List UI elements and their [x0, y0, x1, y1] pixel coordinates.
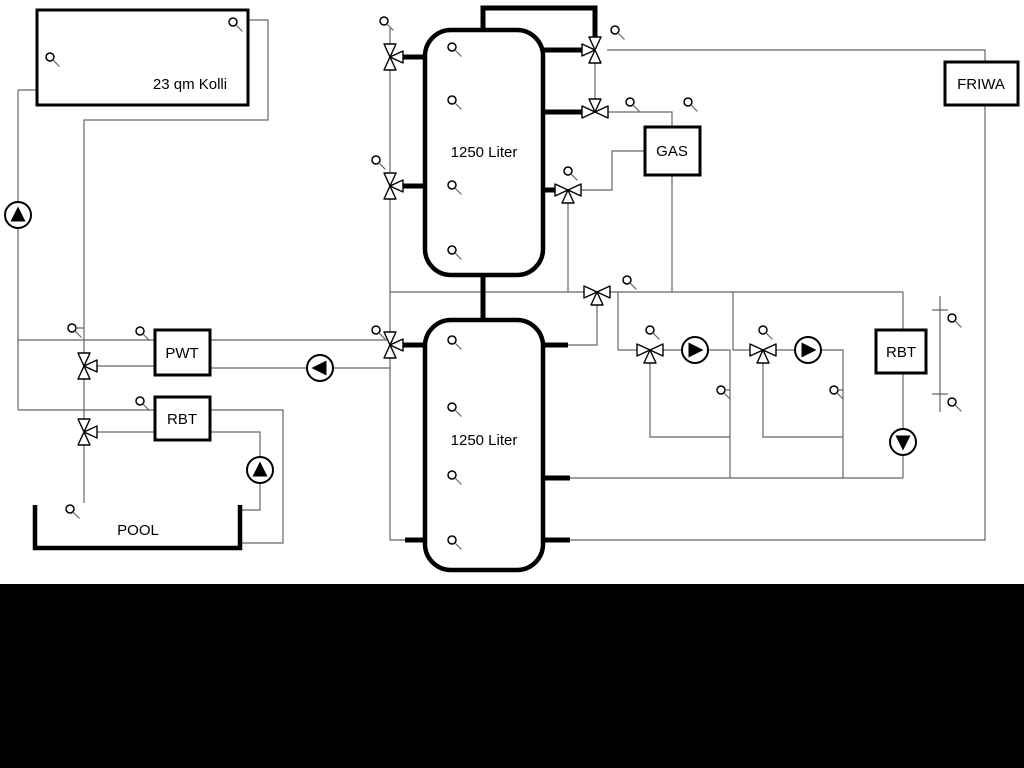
rbt-right-exchanger: RBT: [874, 328, 928, 375]
pwt-label: PWT: [165, 345, 198, 362]
pool-heat-exchanger: RBT: [153, 395, 212, 442]
pipe-network-solar-left: [17, 19, 269, 503]
friwa-box: [943, 60, 1020, 107]
heating-circuit-1-pump-icon: [681, 336, 709, 364]
buffer-tank-bottom: 1250 Liter: [422, 317, 546, 573]
friwa-label: FRIWA: [957, 76, 1005, 93]
pipe-network-pwt-secondary: [210, 339, 390, 369]
rbt-right-box: [874, 328, 928, 375]
buffer-charge-pump-icon: [306, 354, 334, 382]
tank-top-body: [422, 27, 546, 278]
collector-label: 23 qm Kolli: [153, 76, 227, 93]
pwt-box: [153, 328, 212, 377]
heating-circuit-2-pump-icon: [794, 336, 822, 364]
pipe-network-heating-circuits: [570, 292, 948, 479]
pipe-network-right-middle: [390, 49, 986, 541]
collector-box: [35, 8, 250, 107]
plate-heat-exchanger: PWT: [153, 328, 212, 377]
bottom-black-band: [0, 584, 1024, 768]
tank-bottom-label: 1250 Liter: [451, 432, 518, 449]
pipe-network-thick: [400, 5, 598, 543]
tank-top-label: 1250 Liter: [451, 144, 518, 161]
pool-basin: POOL: [32, 504, 243, 551]
rbt-right-label: RBT: [886, 344, 916, 361]
gas-boiler: GAS: [643, 125, 702, 177]
rbt-left-box: [153, 395, 212, 442]
rbt-left-label: RBT: [167, 411, 197, 428]
pool-walls: [32, 505, 243, 551]
pool-label: POOL: [117, 522, 159, 539]
gas-box: [643, 125, 702, 177]
solar-collector: 23 qm Kolli: [35, 8, 250, 107]
pool-pump-icon: [246, 456, 274, 484]
gas-label: GAS: [656, 143, 688, 160]
buffer-tank-top: 1250 Liter: [422, 27, 546, 278]
fresh-water-station: FRIWA: [943, 60, 1020, 107]
tank-bottom-body: [422, 317, 546, 573]
rbt-right-pump-icon: [889, 428, 917, 456]
solar-pump-icon: [4, 201, 32, 229]
